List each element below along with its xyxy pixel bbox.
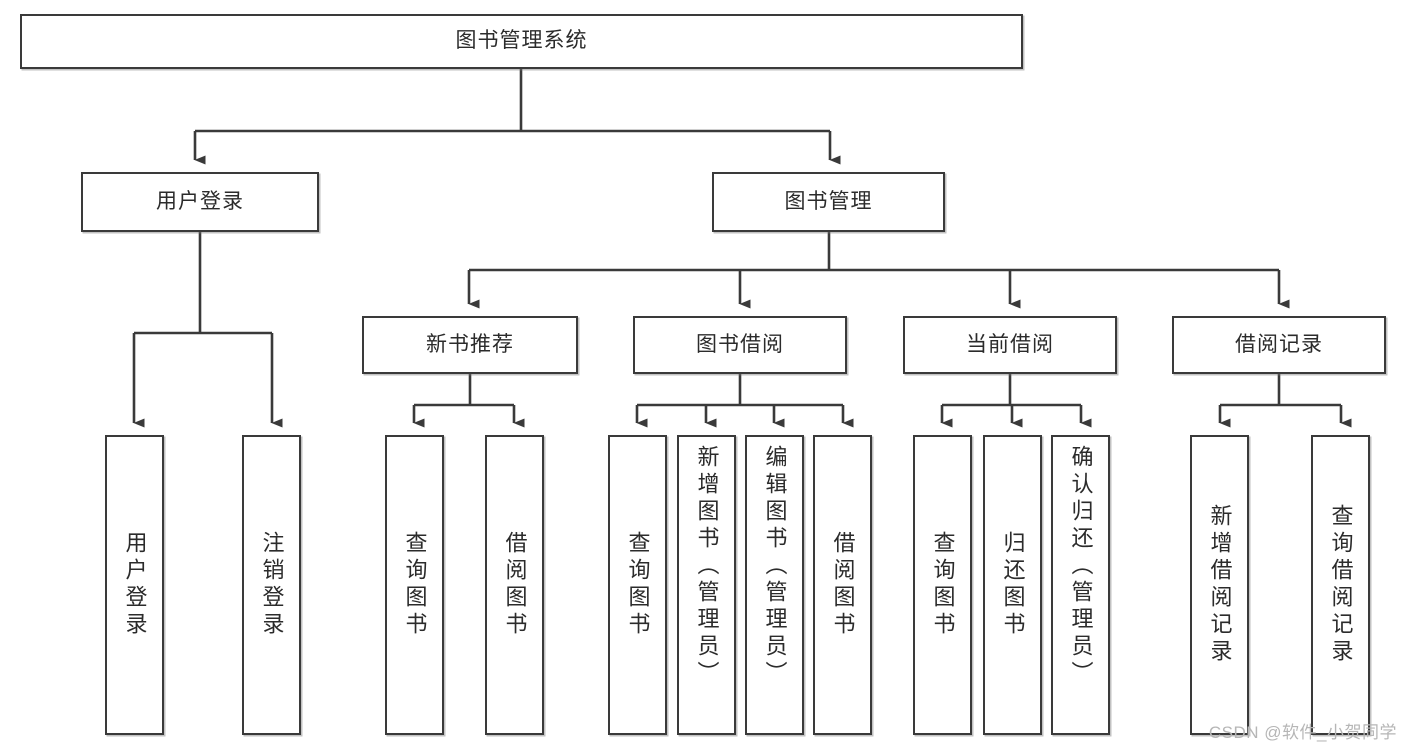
- leaf-borrow-lend-book[interactable]: 借阅图书: [813, 435, 872, 735]
- leaf-recommend-borrow-book[interactable]: 借阅图书: [485, 435, 544, 735]
- leaf-user-login[interactable]: 用户登录: [105, 435, 164, 735]
- node-label: 当前借阅: [966, 332, 1054, 356]
- node-label: 新增图书（管理员）: [694, 445, 720, 688]
- node-label: 编辑图书（管理员）: [762, 445, 788, 688]
- leaf-user-logout[interactable]: 注销登录: [242, 435, 301, 735]
- watermark-text: CSDN @软件_小贺同学: [1208, 723, 1397, 742]
- node-label: 用户登录: [156, 189, 244, 213]
- node-root-system[interactable]: 图书管理系统: [20, 14, 1023, 69]
- node-label: 图书管理系统: [455, 29, 588, 53]
- node-label: 借阅图书: [502, 531, 528, 639]
- node-label: 图书管理: [784, 189, 873, 213]
- node-label: 新增借阅记录: [1207, 504, 1233, 666]
- node-user-login[interactable]: 用户登录: [81, 172, 319, 232]
- node-label: 查询图书: [930, 531, 956, 639]
- node-label: 借阅图书: [830, 531, 856, 639]
- node-label: 查询借阅记录: [1328, 504, 1354, 666]
- node-book-borrow[interactable]: 图书借阅: [633, 316, 847, 374]
- node-current-borrow[interactable]: 当前借阅: [903, 316, 1117, 374]
- leaf-current-confirm-return-admin[interactable]: 确认归还（管理员）: [1051, 435, 1110, 735]
- leaf-current-query-book[interactable]: 查询图书: [913, 435, 972, 735]
- leaf-recommend-query-book[interactable]: 查询图书: [385, 435, 444, 735]
- leaf-borrow-add-book-admin[interactable]: 新增图书（管理员）: [677, 435, 736, 735]
- node-label: 借阅记录: [1235, 332, 1323, 356]
- node-label: 归还图书: [1000, 531, 1026, 639]
- leaf-record-add-borrow-record[interactable]: 新增借阅记录: [1190, 435, 1249, 735]
- node-label: 注销登录: [259, 531, 285, 639]
- node-label: 图书借阅: [696, 332, 784, 356]
- node-new-book-recommend[interactable]: 新书推荐: [362, 316, 578, 374]
- leaf-record-query-borrow-record[interactable]: 查询借阅记录: [1311, 435, 1370, 735]
- node-borrow-record[interactable]: 借阅记录: [1172, 316, 1386, 374]
- node-label: 查询图书: [402, 531, 428, 639]
- node-book-management[interactable]: 图书管理: [712, 172, 945, 232]
- node-label: 新书推荐: [426, 332, 514, 356]
- node-label: 查询图书: [625, 531, 651, 639]
- leaf-current-return-book[interactable]: 归还图书: [983, 435, 1042, 735]
- node-label: 用户登录: [122, 531, 148, 639]
- leaf-borrow-edit-book-admin[interactable]: 编辑图书（管理员）: [745, 435, 804, 735]
- leaf-borrow-query-book[interactable]: 查询图书: [608, 435, 667, 735]
- node-label: 确认归还（管理员）: [1068, 445, 1094, 688]
